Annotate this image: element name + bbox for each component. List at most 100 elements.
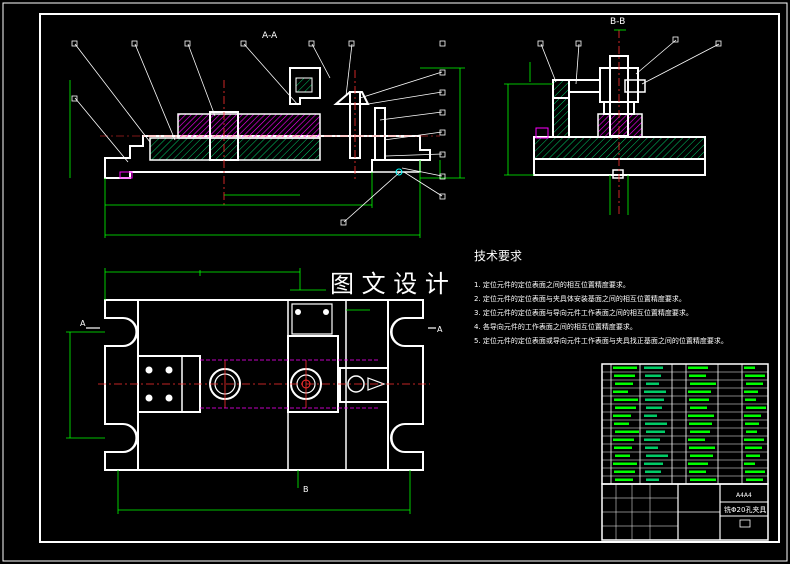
parts-list-cell-text [614, 422, 629, 425]
parts-list-cell-text [645, 422, 667, 425]
aa-nut [333, 91, 370, 105]
plan-cut-marker-a-right: A [437, 325, 443, 334]
plan-dimensions [66, 268, 411, 514]
plan-cut-marker-a-left: A [80, 319, 86, 328]
parts-list-cell-text [744, 462, 755, 465]
parts-list-cell-text [646, 406, 662, 409]
parts-list-cell-text [744, 366, 755, 369]
aa-clamp-insert [295, 77, 313, 93]
parts-list-cell-text [744, 438, 764, 441]
tech-req-title: 技术要求 [474, 249, 522, 263]
parts-list-cell-text [615, 430, 639, 433]
watermark-backdrop [326, 268, 472, 298]
parts-list-cell-text [644, 414, 657, 417]
title-block: A4A4 铣Φ20孔夹具 [601, 483, 769, 541]
bb-key [612, 169, 624, 179]
parts-list-cell-text [690, 478, 716, 481]
plan-diamond-pin-block [339, 367, 389, 403]
parts-list-cell-text [615, 478, 633, 481]
parts-list [601, 363, 769, 485]
bb-bushing [609, 55, 629, 137]
plan-locator-screws [145, 366, 173, 402]
section-bb-view: B-B [504, 17, 722, 215]
parts-list-cell-text [615, 382, 633, 385]
inner-frame [39, 13, 780, 543]
parts-list-cell-text [746, 430, 757, 433]
parts-list-cell-text [745, 422, 759, 425]
parts-list-cell-text [744, 414, 761, 417]
bb-upright [552, 79, 570, 138]
parts-list-cell-text [645, 446, 658, 449]
parts-list-cell-text [644, 462, 663, 465]
parts-list-cell-text [646, 454, 668, 457]
parts-list-cell-text [614, 446, 632, 449]
parts-list-cell-text [613, 390, 628, 393]
aa-clamp-tower [289, 67, 321, 105]
parts-list-cell-text [690, 382, 716, 385]
parts-list-cell-text [688, 438, 705, 441]
section-aa-view: A-A [69, 31, 465, 238]
parts-list-cell-text [613, 462, 637, 465]
watermark-text: 图 文 设 计 [330, 270, 449, 298]
parts-list-cell-text [744, 390, 758, 393]
tech-req-3: 3. 定位元件的定位表面与导向元件工作表面之间的相互位置精度要求。 [474, 308, 693, 317]
parts-list-cell-text [613, 366, 637, 369]
parts-list-cell-text [615, 406, 636, 409]
technical-requirements: 技术要求 1. 定位元件的定位表面之间的相互位置精度要求。 2. 定位元件的定位… [474, 249, 728, 345]
parts-list-cell-text [746, 382, 763, 385]
parts-list-cell-text [614, 470, 635, 473]
aa-foot-hole [395, 168, 403, 176]
parts-list-cell-text [613, 414, 631, 417]
parts-list-cell-text [644, 366, 663, 369]
parts-list-cell-text [646, 430, 665, 433]
parts-list-cell-text [688, 366, 708, 369]
bb-clamp-end [624, 79, 646, 93]
tech-req-4: 4. 各导向元件的工作表面之间的相互位置精度要求。 [474, 322, 637, 331]
parts-list-cell-text [746, 406, 766, 409]
title-block-scale: A4A4 [736, 492, 752, 499]
parts-list-cell-text [689, 398, 709, 401]
aa-body-hatch [149, 137, 321, 161]
tech-req-5: 5. 定位元件的定位表面或导向元件工作表面与夹具找正基面之间的位置精度要求。 [474, 336, 728, 345]
parts-list-cell-text [645, 374, 661, 377]
parts-list-cell-text [690, 454, 713, 457]
parts-list-cell-text [688, 462, 708, 465]
parts-list-cell-text [614, 398, 638, 401]
parts-list-cell-text [689, 446, 715, 449]
parts-list-cell-text [689, 374, 706, 377]
aa-dimensions [69, 67, 465, 238]
bb-pin [535, 127, 549, 139]
parts-list-cell-text [615, 454, 630, 457]
parts-list-cell-text [613, 438, 634, 441]
parts-list-cell-text [689, 422, 712, 425]
aa-key [119, 171, 133, 179]
aa-balloons [71, 40, 446, 226]
parts-list-cell-text [690, 406, 707, 409]
plan-clamp-block [287, 335, 339, 413]
parts-list-cell-text [746, 478, 763, 481]
parts-list-cell-text [690, 430, 710, 433]
parts-list-cell-text [644, 438, 660, 441]
bb-base [533, 158, 706, 176]
bb-leaders [540, 39, 720, 85]
section-bb-label: B-B [610, 17, 625, 27]
parts-list-cell-text [745, 398, 756, 401]
bb-workpiece-section [597, 113, 643, 138]
parts-list-cell-text [689, 470, 706, 473]
parts-list-cell-text [745, 374, 765, 377]
plan-body [137, 299, 389, 471]
parts-list-cell-text [745, 446, 762, 449]
aa-leaders [74, 43, 443, 223]
parts-list-cell-text [645, 398, 664, 401]
title-block-name: 铣Φ20孔夹具 [724, 505, 766, 514]
bb-balloons [537, 36, 722, 47]
parts-list-cell-text [688, 390, 711, 393]
parts-list-cell-text [645, 470, 661, 473]
section-aa-label: A-A [262, 31, 278, 41]
parts-list-cell-text [745, 470, 765, 473]
parts-list-cell-text [644, 390, 666, 393]
parts-list-cell-text [746, 454, 760, 457]
